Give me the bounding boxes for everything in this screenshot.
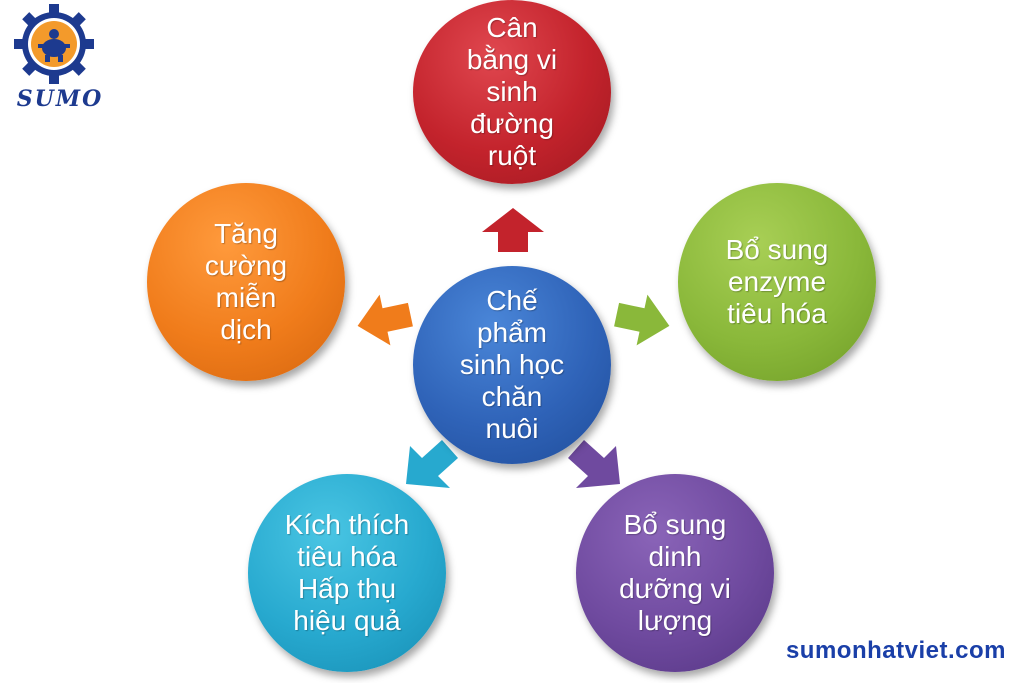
arrow-right-icon bbox=[614, 294, 670, 346]
node-gut-balance-label: Cân bằng vi sinh đường ruột bbox=[466, 12, 558, 171]
arrow-down-right-icon bbox=[568, 440, 620, 488]
node-enzyme: Bổ sung enzyme tiêu hóa bbox=[678, 183, 876, 381]
arrow-up-icon bbox=[482, 208, 544, 252]
arrow-left-icon bbox=[357, 294, 413, 346]
arrow-down-left-icon bbox=[406, 440, 458, 488]
node-micronutrients: Bổ sung dinh dưỡng vi lượng bbox=[576, 474, 774, 672]
sumo-logo: SUMO bbox=[4, 4, 114, 112]
node-center-label: Chế phẩm sinh học chăn nuôi bbox=[459, 285, 565, 444]
node-immunity: Tăng cường miễn dịch bbox=[147, 183, 345, 381]
node-enzyme-label: Bổ sung enzyme tiêu hóa bbox=[725, 234, 829, 329]
node-digestion: Kích thích tiêu hóa Hấp thụ hiệu quả bbox=[248, 474, 446, 672]
node-immunity-label: Tăng cường miễn dịch bbox=[204, 218, 288, 345]
node-micronutrients-label: Bổ sung dinh dưỡng vi lượng bbox=[619, 509, 731, 636]
node-center-probiotic: Chế phẩm sinh học chăn nuôi bbox=[413, 266, 611, 464]
node-digestion-label: Kích thích tiêu hóa Hấp thụ hiệu quả bbox=[284, 509, 410, 636]
node-gut-balance: Cân bằng vi sinh đường ruột bbox=[413, 0, 611, 184]
sumo-wrestler-gear-icon bbox=[14, 4, 94, 84]
logo-text: SUMO bbox=[16, 86, 104, 112]
website-watermark: sumonhatviet.com bbox=[785, 637, 1006, 664]
